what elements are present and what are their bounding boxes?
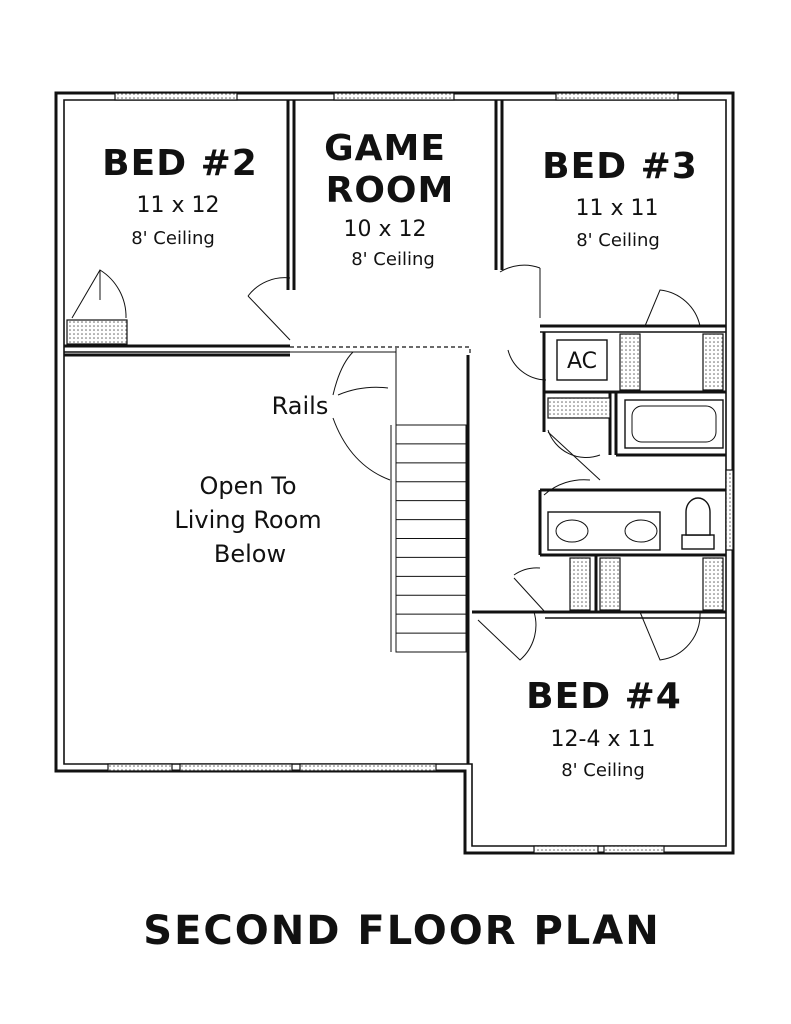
game-name-line1: GAME bbox=[324, 128, 446, 169]
open-line1: Open To bbox=[200, 472, 297, 500]
room-bed4: BED #4 12-4 x 11 8' Ceiling bbox=[526, 676, 682, 781]
bed2-ceiling: 8' Ceiling bbox=[131, 228, 215, 249]
ac-unit bbox=[556, 339, 608, 381]
room-game: GAME ROOM 10 x 12 8' Ceiling bbox=[324, 128, 455, 270]
open-line2: Living Room bbox=[174, 506, 321, 534]
fixtures bbox=[547, 339, 724, 551]
bed3-name: BED #3 bbox=[542, 146, 698, 187]
bed4-dims: 12-4 x 11 bbox=[551, 727, 656, 752]
open-line3: Below bbox=[214, 540, 286, 568]
bed3-ceiling: 8' Ceiling bbox=[576, 230, 660, 251]
stairs bbox=[290, 346, 471, 653]
game-dims: 10 x 12 bbox=[344, 217, 427, 242]
sink-left bbox=[555, 519, 589, 543]
game-ceiling: 8' Ceiling bbox=[351, 249, 435, 270]
room-bed3: BED #3 11 x 11 8' Ceiling bbox=[542, 146, 698, 251]
doors bbox=[71, 264, 701, 661]
interior-walls bbox=[64, 100, 726, 764]
closets bbox=[66, 319, 724, 611]
sink-right bbox=[624, 519, 658, 543]
rails-arrows bbox=[332, 351, 391, 481]
bed4-ceiling: 8' Ceiling bbox=[561, 760, 645, 781]
bathtub bbox=[624, 399, 724, 449]
bed2-dims: 11 x 12 bbox=[137, 193, 220, 218]
vanity bbox=[547, 511, 661, 551]
windows bbox=[107, 92, 734, 854]
bed3-dims: 11 x 11 bbox=[576, 196, 659, 221]
bed2-name: BED #2 bbox=[102, 143, 258, 184]
exterior-walls bbox=[54, 91, 735, 855]
plan-title: SECOND FLOOR PLAN bbox=[143, 908, 660, 954]
game-name-line2: ROOM bbox=[326, 170, 455, 211]
bed4-name: BED #4 bbox=[526, 676, 682, 717]
toilet bbox=[681, 497, 715, 550]
ac-label: AC bbox=[567, 349, 597, 374]
rails-label: Rails bbox=[272, 392, 329, 420]
open-to-below-label: Open To Living Room Below bbox=[174, 472, 321, 568]
room-bed2: BED #2 11 x 12 8' Ceiling bbox=[102, 143, 258, 249]
